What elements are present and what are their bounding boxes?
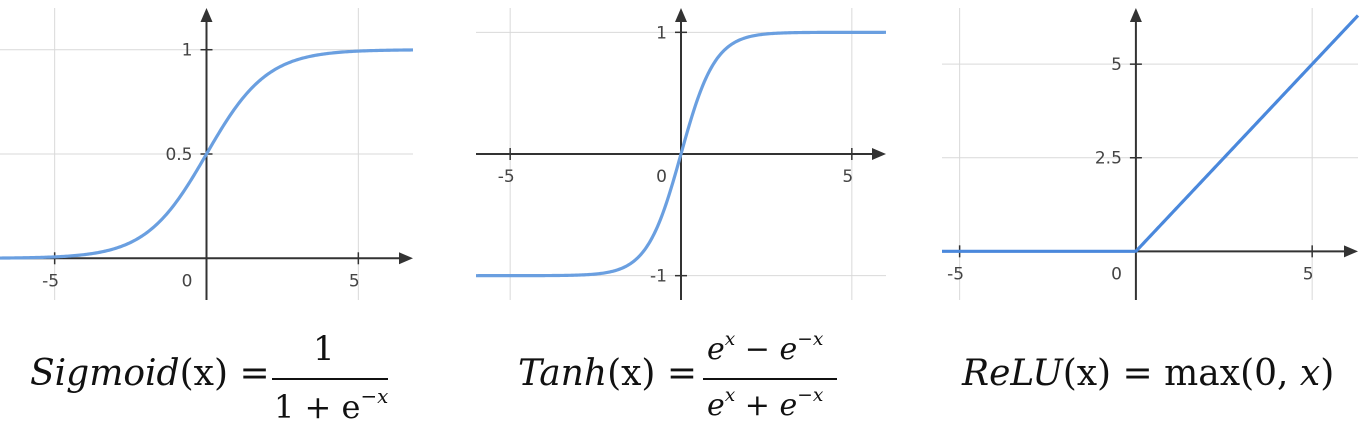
- tanh-denominator: ex + e−x: [707, 385, 824, 423]
- tanh-formula-eq: =: [666, 353, 698, 394]
- relu-formula-rhs: max(0,: [1164, 353, 1300, 394]
- sigmoid-fraction-line: [272, 378, 388, 380]
- sigmoid-formula-eq: =: [239, 353, 270, 394]
- relu-y-tick-label: 5: [1111, 55, 1122, 75]
- sigmoid-numerator: 1: [313, 329, 335, 369]
- sigmoid-y-tick-label: 0.5: [165, 145, 192, 165]
- relu-formula-arg: (x): [1062, 353, 1112, 394]
- tanh-numerator-b-exp: −x: [797, 329, 824, 351]
- relu-x-tick-label: -5: [947, 264, 964, 284]
- sigmoid-denominator-exp: −x: [360, 385, 389, 409]
- relu-y-axis-arrow: [1129, 8, 1142, 22]
- relu-formula-var: x: [1299, 353, 1321, 394]
- sigmoid-x-axis-arrow: [399, 252, 413, 265]
- tanh-x-tick-label: 5: [842, 167, 853, 187]
- tanh-numerator-a: e: [707, 332, 725, 367]
- tanh-y-tick-label: 1: [656, 23, 667, 43]
- tanh-formula: Tanh(x) =: [518, 353, 697, 394]
- tanh-fraction-line: [703, 378, 837, 380]
- tanh-denominator-op: + e: [735, 388, 798, 423]
- tanh-denominator-b-exp: −x: [797, 385, 824, 407]
- tanh-x-axis-arrow: [872, 148, 886, 160]
- sigmoid-denominator: 1 + e−x: [274, 385, 389, 426]
- tanh-y-tick-label: -1: [650, 267, 667, 287]
- tanh-curve: [475, 30, 887, 278]
- relu-formula: ReLU(x) = max(0, x): [962, 353, 1334, 394]
- relu-formula-name: ReLU: [962, 353, 1063, 394]
- sigmoid-formula-name: Sigmoid: [30, 353, 180, 394]
- sigmoid-y-tick-label: 1: [182, 41, 193, 61]
- sigmoid-curve: [0, 48, 414, 260]
- sigmoid-formula-arg: (x): [179, 353, 228, 394]
- relu-y-tick-label: 2.5: [1095, 149, 1122, 169]
- tanh-x-tick-label: -5: [498, 167, 515, 187]
- relu-formula-eq: =: [1122, 353, 1153, 394]
- relu-formula-close: ): [1320, 353, 1335, 394]
- tanh-formula-arg: (x): [607, 353, 656, 394]
- relu-x-tick-label: 5: [1303, 264, 1314, 284]
- sigmoid-x-tick-label: 5: [349, 271, 360, 291]
- tanh-origin-label: 0: [656, 167, 667, 187]
- tanh-formula-name: Tanh: [518, 353, 608, 394]
- sigmoid-x-tick-label: -5: [42, 271, 59, 291]
- relu-curve: [941, 14, 1360, 253]
- sigmoid-denominator-base: 1 + e: [274, 388, 361, 426]
- tanh-denominator-a: e: [707, 388, 725, 423]
- relu-x-axis-arrow: [1344, 245, 1358, 258]
- sigmoid-y-axis-arrow: [200, 8, 213, 22]
- tanh-denominator-a-exp: x: [724, 385, 736, 407]
- relu-origin-label: 0: [1111, 264, 1122, 284]
- tanh-numerator-op: − e: [735, 332, 798, 367]
- sigmoid-origin-label: 0: [182, 271, 193, 291]
- tanh-numerator: ex − e−x: [707, 329, 824, 367]
- sigmoid-numerator-text: 1: [313, 329, 335, 369]
- sigmoid-formula: Sigmoid(x) =: [30, 353, 270, 394]
- tanh-numerator-a-exp: x: [724, 329, 736, 351]
- tanh-y-axis-arrow: [675, 8, 687, 22]
